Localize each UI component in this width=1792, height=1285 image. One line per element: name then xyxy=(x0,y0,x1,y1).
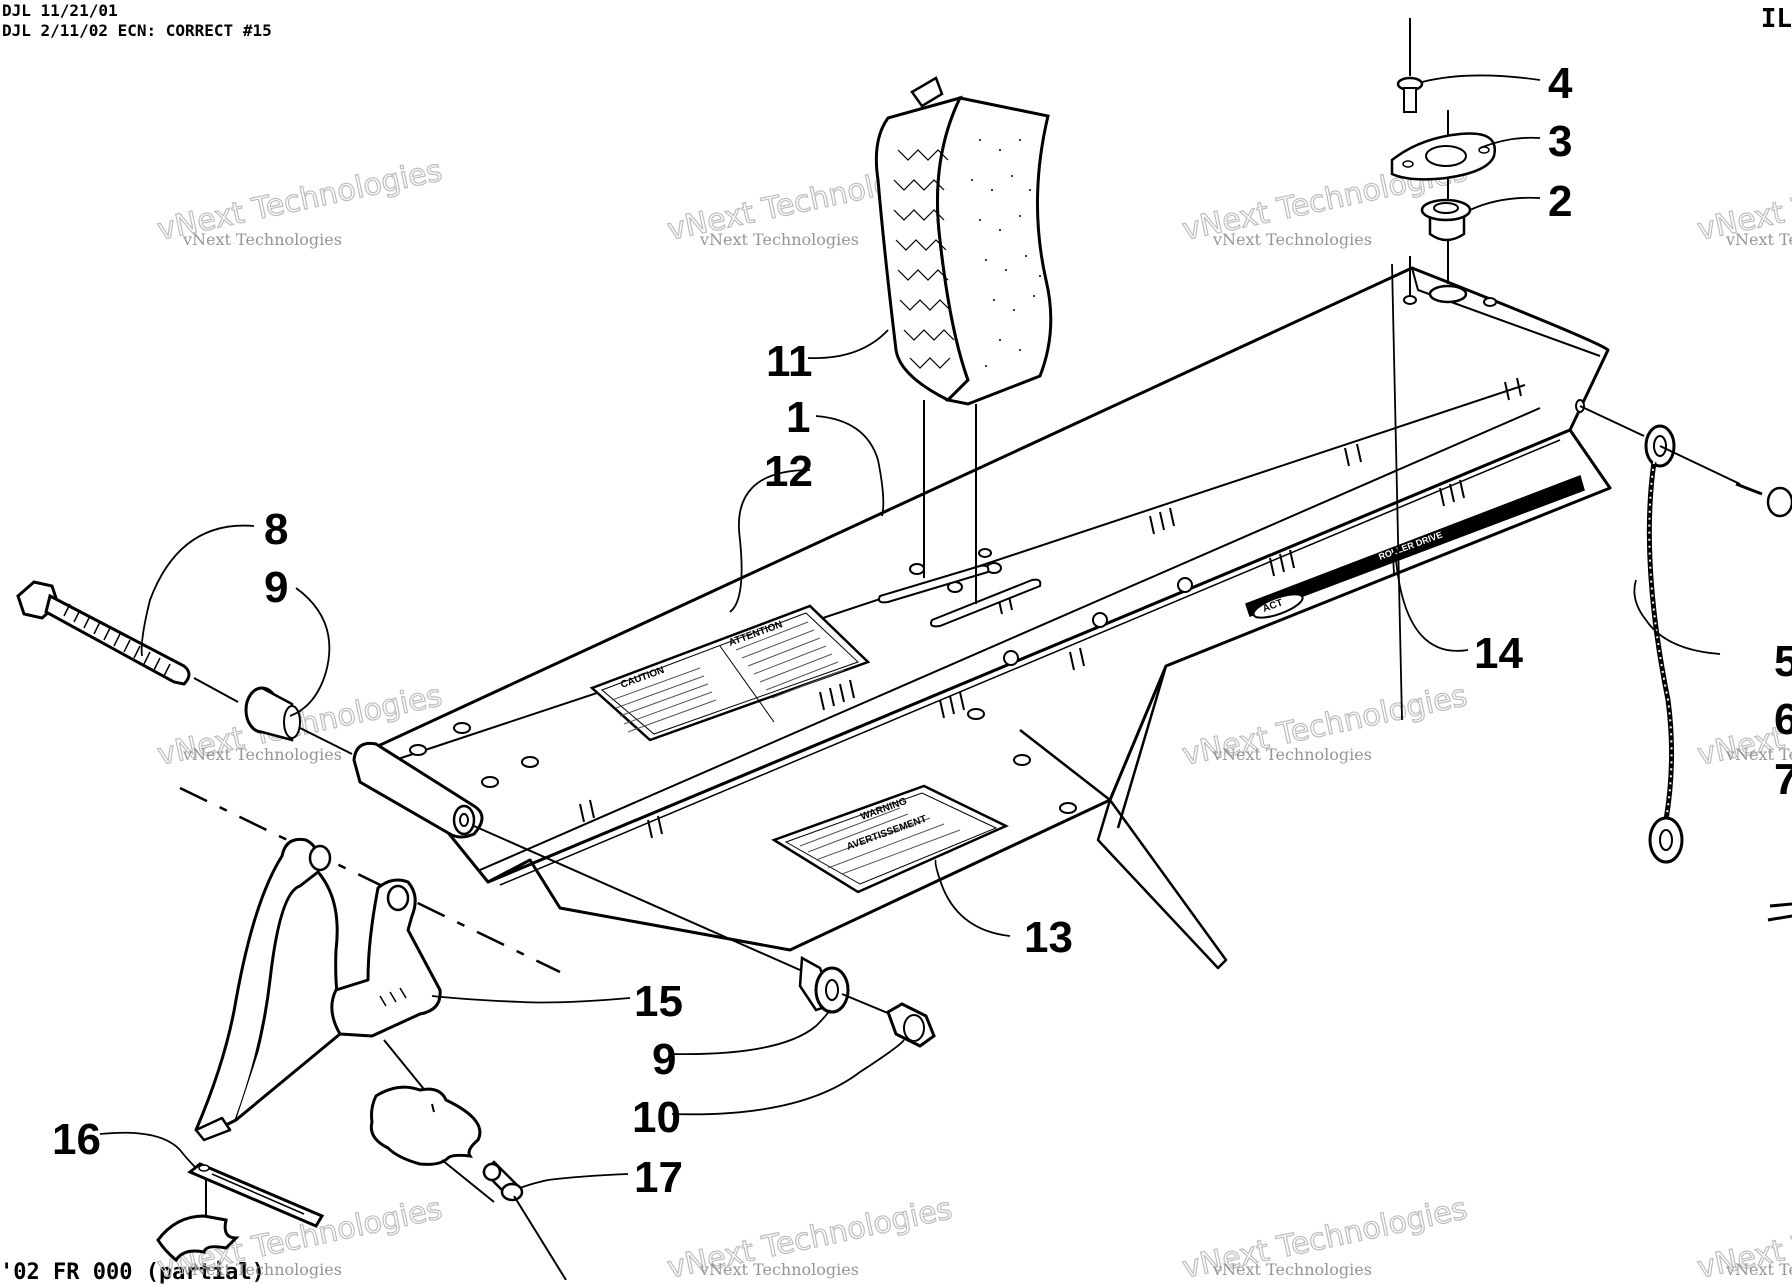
revision-line-2: DJL 2/11/02 ECN: CORRECT #15 xyxy=(2,21,272,40)
callout-10: 10 xyxy=(632,1093,681,1142)
watermark-small: vNext Technologies xyxy=(182,1260,342,1279)
watermark-small: vNext Technologies xyxy=(1725,745,1792,764)
callout-9-upper: 9 xyxy=(264,563,288,612)
washer-part-9-right xyxy=(798,955,891,1015)
part-7-partial-right xyxy=(1767,902,1792,922)
callout-11: 11 xyxy=(766,337,813,386)
leader-lines xyxy=(99,74,1721,1189)
callout-13: 13 xyxy=(1024,913,1073,962)
callout-15: 15 xyxy=(634,977,683,1026)
decal-caution-part-12: CAUTION ATTENTION xyxy=(589,604,871,742)
callout-8: 8 xyxy=(264,505,288,554)
tether-cable-part-5 xyxy=(1579,405,1792,864)
foot-pad-part-11 xyxy=(874,76,1053,604)
watermark-small: vNext Technologies xyxy=(699,230,859,249)
callout-12: 12 xyxy=(764,447,813,496)
callout-14: 14 xyxy=(1474,629,1523,678)
callout-1: 1 xyxy=(786,393,810,442)
callout-9-lower: 9 xyxy=(652,1035,676,1084)
watermark-small: vNext Technologies xyxy=(1212,1260,1372,1279)
callout-6: 6 xyxy=(1774,695,1792,744)
watermark-small: vNext Technologies xyxy=(182,745,342,764)
callout-numbers: 1 2 3 4 5 6 7 8 9 9 10 11 12 13 14 15 16… xyxy=(52,59,1792,1202)
watermark-small: vNext Technologies xyxy=(699,1260,859,1279)
watermark-small: vNext Technologies xyxy=(1725,230,1792,249)
alignment-dash-line xyxy=(179,786,561,974)
watermark-small: vNext Technologies xyxy=(1725,1260,1792,1279)
callout-7: 7 xyxy=(1774,755,1792,804)
stand-bracket-part-15 xyxy=(194,837,442,1142)
callout-2: 2 xyxy=(1548,177,1572,226)
revision-line-1: DJL 11/21/01 xyxy=(2,1,118,20)
callout-4: 4 xyxy=(1548,59,1573,108)
watermark-small: vNext Technologies xyxy=(1212,745,1372,764)
decal-warning-part-13: WARNING AVERTISSEMENT xyxy=(771,784,1009,894)
illustration-code: IL xyxy=(1760,4,1792,34)
spacer-tube xyxy=(352,741,801,971)
pin-part-17 xyxy=(482,1160,567,1280)
bolt-part-8 xyxy=(16,580,239,703)
watermark-small: vNext Technologies xyxy=(182,230,342,249)
hardware-top-right xyxy=(1390,18,1497,296)
callout-5: 5 xyxy=(1774,637,1792,686)
callout-16: 16 xyxy=(52,1115,101,1164)
callout-17: 17 xyxy=(634,1153,683,1202)
watermark-small: vNext Technologies xyxy=(1212,230,1372,249)
broken-section-piece xyxy=(369,1085,495,1203)
callout-3: 3 xyxy=(1548,117,1572,166)
strap-part-16 xyxy=(156,1162,325,1263)
nut-part-10 xyxy=(886,1002,936,1048)
